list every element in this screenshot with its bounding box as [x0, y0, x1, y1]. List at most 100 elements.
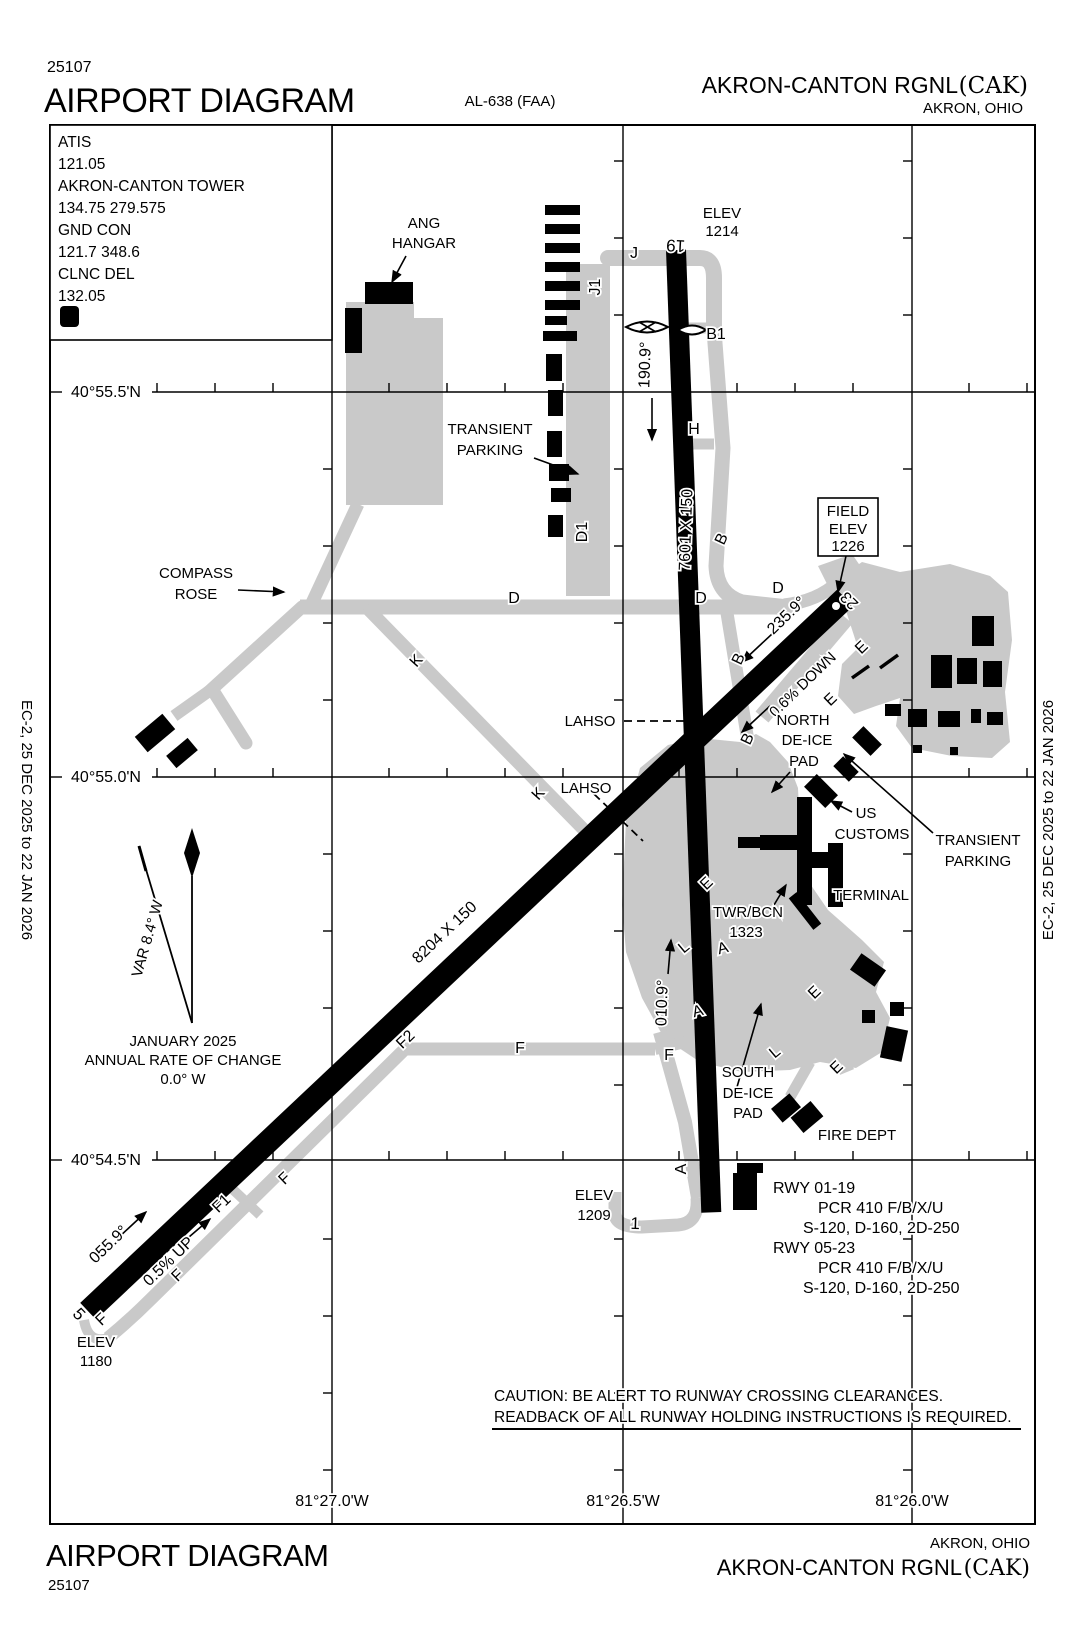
longitude-label: 81°26.5'W [586, 1493, 660, 1510]
gradient-down-arrow [740, 705, 771, 734]
transient-parking-west-label: PARKING [457, 442, 523, 459]
us-customs-buildings [804, 726, 882, 808]
latitude-label: 40°54.5'N [71, 1152, 141, 1169]
taxiway-e [755, 612, 853, 723]
taxiway-f [103, 1042, 412, 1344]
tower-label: AKRON-CANTON TOWER [58, 178, 245, 195]
lahso-dashed-line [593, 793, 644, 842]
magnetic-variation-arrow [137, 845, 193, 1024]
rwy01-number: 1 [630, 1214, 640, 1233]
lahso-label: LAHSO [565, 713, 616, 730]
comms-box: ATIS 121.05 AKRON-CANTON TOWER 134.75 27… [49, 124, 333, 341]
hold-line-mark [850, 664, 871, 680]
us-customs-label: US [856, 805, 877, 822]
twy-b1: B1 [706, 326, 726, 343]
tower-freq: 134.75 279.575 [58, 200, 166, 217]
rwy01-heading-arrow [664, 938, 676, 975]
twy-f: F [515, 1040, 525, 1057]
clearance-freq: 132.05 [58, 288, 105, 305]
twr-bcn-label: TWR/BCN [713, 904, 783, 921]
annual-rate-of-change: ANNUAL RATE OF CHANGE [85, 1052, 282, 1069]
airport-name-footer: AKRON-CANTON RGNL [717, 1555, 962, 1580]
airport-city-footer: AKRON, OHIO [930, 1535, 1030, 1552]
comms-box-border [49, 124, 333, 341]
rwy-data-05-23: RWY 05-23 [773, 1240, 855, 1257]
field-elev-box [817, 497, 879, 557]
lahso-label: LAHSO [561, 780, 612, 797]
taxiway-f [653, 1032, 704, 1055]
buildings [134, 205, 1003, 1210]
fire-dept-buildings [771, 1093, 824, 1134]
map-frame [49, 124, 1036, 1525]
twy-d: D [695, 590, 707, 607]
field-elev-value: 1226 [831, 538, 864, 555]
south-deice-pad-label: DE-ICE [723, 1085, 774, 1102]
latitude-label: 40°55.5'N [71, 384, 141, 401]
page-title-footer: AIRPORT DIAGRAM [46, 1538, 328, 1573]
terminal-label: TERMINAL [833, 887, 909, 904]
runways [80, 249, 853, 1320]
transient-parking-east-arrow [842, 752, 934, 834]
north-deice-arrow [770, 771, 791, 794]
rwy05-heading-arrow [117, 1210, 148, 1239]
taxiway-k [361, 602, 597, 843]
gradient-up-arrow [181, 1217, 212, 1244]
terminal-building [738, 797, 843, 930]
ang-hangar-arrow [391, 255, 407, 284]
north-deice-pad-label: PAD [789, 753, 819, 770]
caution-line: READBACK OF ALL RUNWAY HOLDING INSTRUCTI… [494, 1409, 1012, 1426]
taxiway-e [812, 943, 865, 1075]
chart-number: 25107 [47, 59, 92, 76]
airport-name: AKRON-CANTON RGNL [702, 72, 959, 98]
ground-label: GND CON [58, 222, 131, 239]
twy-j1: J1 [587, 278, 604, 295]
transient-parking-apron [566, 264, 610, 596]
rwy-data-01-19: RWY 01-19 [773, 1180, 855, 1197]
rwy0119-dimensions: 7601 X 150 [677, 489, 697, 571]
elev-rwy1-value: 1209 [577, 1207, 610, 1224]
elev-rwy5-label: ELEV [77, 1334, 115, 1351]
effective-dates-right: EC-2, 25 DEC 2025 to 22 JAN 2026 [1040, 700, 1057, 940]
north-arrow [184, 828, 200, 1023]
twr-bcn-elev: 1323 [729, 924, 762, 941]
page-title: AIRPORT DIAGRAM [44, 82, 355, 120]
south-deice-arrow [736, 1002, 763, 1088]
twy-a: A [673, 1163, 690, 1174]
twy-d: D [508, 590, 520, 607]
rwy23-heading-arrow [740, 633, 773, 664]
rwy-data-05-23-pcr: PCR 410 F/B/X/U [818, 1260, 943, 1277]
south-deice-pad-label: SOUTH [722, 1064, 775, 1081]
twy-f: F [275, 1169, 294, 1188]
footer: AIRPORT DIAGRAM 25107 AKRON, OHIO AKRON-… [46, 1535, 1030, 1594]
hold-line-mark [878, 653, 900, 670]
us-customs-arrow [829, 800, 853, 813]
northeast-buildings [885, 616, 1003, 755]
ground-freq: 121.7 348.6 [58, 244, 140, 261]
rwy1-end-loop [608, 1192, 704, 1234]
building [345, 308, 362, 353]
rwy1-end-building [733, 1163, 763, 1210]
rwy01-heading: 010.9° [653, 979, 672, 1026]
rwy-data-01-19-pcr: PCR 410 F/B/X/U [818, 1200, 943, 1217]
caution-line: CAUTION: BE ALERT TO RUNWAY CROSSING CLE… [494, 1388, 943, 1405]
airport-id: (CAK) [959, 73, 1028, 99]
transient-parking-west-label: TRANSIENT [447, 421, 532, 438]
airport-city: AKRON, OHIO [923, 100, 1023, 117]
header: 25107 AIRPORT DIAGRAM AL-638 (FAA) AKRON… [44, 59, 1028, 120]
longitude-label: 81°26.0'W [875, 1493, 949, 1510]
north-deice-pad-label: DE-ICE [782, 732, 833, 749]
north-deice-pad-label: NORTH [776, 712, 829, 729]
rwy-data-05-23-strength: S-120, D-160, 2D-250 [803, 1280, 960, 1297]
twr-bcn-arrow [773, 883, 787, 906]
southeast-buildings [849, 953, 909, 1062]
twy-j: J [630, 245, 638, 262]
south-deice-pad-label: PAD [733, 1105, 763, 1122]
compass-rose-arrow [237, 586, 286, 597]
clearance-delivery-icon [60, 306, 79, 327]
atis-label: ATIS [58, 134, 91, 151]
elev-rwy19-label: ELEV [703, 205, 741, 222]
compass-rose-taxiway [170, 684, 216, 721]
fire-dept-label: FIRE DEPT [818, 1127, 896, 1144]
rwy23-threshold-dot [832, 602, 840, 610]
